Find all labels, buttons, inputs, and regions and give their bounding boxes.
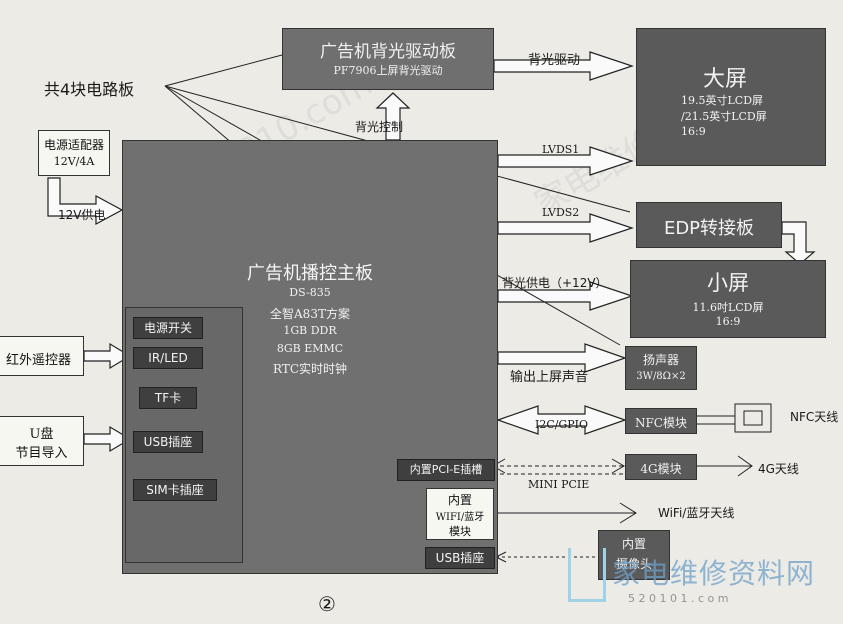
backlight-board-title: 广告机背光驱动板 [320,42,456,62]
speaker-sub: 3W/8Ω×2 [636,371,686,382]
power-adapter: 电源适配器 12V/4A [38,130,110,176]
wifi-module-line: 模块 [449,525,471,538]
small-screen-title: 小屏 [707,271,749,295]
builtin-camera: 内置 摄像头 [598,530,670,580]
wifi-bt-module: 内置 WIFI/蓝牙 模块 [426,488,494,540]
pcie-slot-chip: 内置PCI-E插槽 [397,459,495,481]
big-screen-title: 大屏 [703,67,748,92]
power-12v-label: 12V供电 [58,208,106,222]
big-screen-line: 16:9 [681,125,706,138]
camera-title: 内置 [621,537,646,551]
mini-pcie-label: MINI PCIE [528,478,590,491]
four-boards-label: 共4块电路板 [44,80,135,99]
main-board-spec: 1GB DDR [283,324,337,337]
main-board-title: 广告机播控主板 [247,263,373,284]
antenna-4g-label: 4G天线 [758,462,799,476]
wifi-module-line: WIFI/蓝牙 [435,512,485,523]
arrow-ir-remote [83,342,132,370]
arrow-backlight-power [497,281,634,311]
udisk-title: U盘 [29,427,54,442]
arrow-udisk [83,425,132,453]
wifi-antenna-label: WiFi/蓝牙天线 [658,506,735,520]
small-screen: 小屏 11.6吋LCD屏 16:9 [630,260,826,338]
big-screen-line: 19.5英寸LCD屏 [681,94,764,107]
arrow-12v-power [47,177,124,226]
arrow-lvds2 [497,213,634,243]
ir-remote: 红外遥控器 [0,336,84,376]
ir-led-chip: IR/LED [133,347,203,369]
watermark-url: 5 2 0 1 0 1 . c o m [628,592,729,605]
camera-sub: 摄像头 [615,557,652,571]
edp-board-title: EDP转接板 [663,218,755,239]
arrow-audio-out [497,343,627,373]
arrow-edp-small [781,221,816,265]
main-board-spec: RTC实时时钟 [272,362,347,376]
ir-remote-title: 红外遥控器 [6,353,72,368]
i2c-gpio-label: I2C/GPIO [535,418,589,431]
lvds2-label: LVDS2 [542,206,580,219]
watermark-logo-icon [568,548,606,602]
tf-card-chip: TF卡 [139,387,197,409]
backlight-drive-label: 背光驱动 [528,53,581,68]
watermark-site-name: 家电维修资料网 [612,557,816,590]
main-board-spec: 8GB EMMC [276,342,344,355]
nfc-module-title: NFC模块 [634,416,687,430]
power-switch-chip: 电源开关 [133,317,203,339]
backlight-driver-board: 广告机背光驱动板 PF7906上屏背光驱动 [282,28,494,90]
big-screen-line: /21.5英寸LCD屏 [681,110,767,123]
module-4g-title: 4G模块 [640,462,682,476]
wifi-module-title: 内置 [447,493,472,507]
small-screen-line: 11.6吋LCD屏 [692,301,764,314]
speaker-title: 扬声器 [642,353,679,367]
backlight-power-label: 背光供电（+12V） [502,276,608,290]
lvds1-label: LVDS1 [542,143,580,156]
udisk: U盘 节目导入 [0,416,84,466]
usb-socket-chip: USB插座 [133,431,203,453]
power-adapter-sub: 12V/4A [53,155,95,168]
udisk-sub: 节目导入 [15,446,68,461]
big-screen: 大屏 19.5英寸LCD屏 /21.5英寸LCD屏 16:9 [636,28,826,166]
arrow-backlight-drive [493,51,634,81]
arrow-lvds1 [497,146,634,176]
small-screen-line: 16:9 [715,315,741,328]
backlight-control-label: 背光控制 [355,120,404,134]
audio-out-label: 输出上屏声音 [510,370,589,385]
nfc-antenna-label: NFC天线 [790,410,839,424]
edp-adapter-board: EDP转接板 [636,202,782,248]
nfc-module: NFC模块 [625,408,697,434]
arrow-backlight-control [375,92,411,141]
module-4g: 4G模块 [625,454,697,480]
sim-socket-chip: SIM卡插座 [133,479,217,501]
main-board-spec: DS-835 [289,286,331,299]
figure-number: ② [318,592,336,616]
main-board-spec: 全智A83T方案 [270,307,350,321]
power-adapter-title: 电源适配器 [43,138,104,152]
backlight-board-subtitle: PF7906上屏背光驱动 [333,64,443,77]
speaker: 扬声器 3W/8Ω×2 [625,346,697,390]
usb-socket-2-chip: USB插座 [425,547,495,569]
